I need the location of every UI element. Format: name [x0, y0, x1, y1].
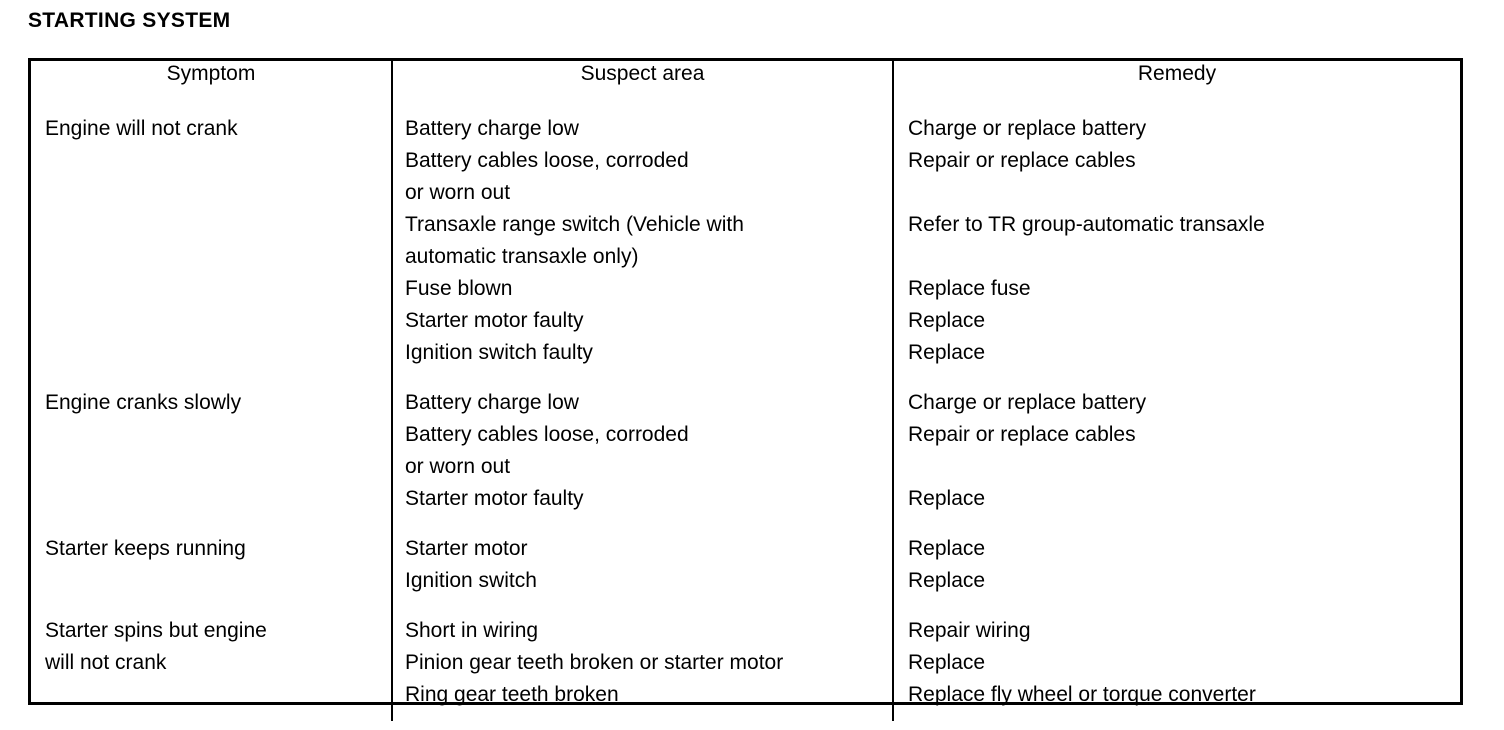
- cell-remedy: Repair wiring Replace Replace fly wheel …: [892, 607, 1460, 721]
- suspect-area-text: Starter motor Ignition switch: [405, 537, 537, 592]
- column-header-suspect-area: Suspect area: [391, 61, 893, 105]
- remedy-text: Charge or replace battery Repair or repl…: [908, 391, 1147, 510]
- troubleshooting-table-container: Symptom Suspect area Remedy Engine will …: [28, 58, 1463, 721]
- table-row: Engine cranks slowly Battery charge low …: [31, 379, 1460, 525]
- suspect-area-text: Short in wiring Pinion gear teeth broken…: [405, 619, 784, 706]
- table-row: Starter spins but engine will not crank …: [31, 607, 1460, 721]
- cell-remedy: Replace Replace: [892, 525, 1460, 607]
- troubleshooting-table: Symptom Suspect area Remedy Engine will …: [31, 61, 1460, 721]
- page-title: STARTING SYSTEM: [28, 9, 231, 32]
- column-header-suspect-area-label: Suspect area: [580, 62, 705, 85]
- cell-remedy: Charge or replace battery Repair or repl…: [892, 379, 1460, 525]
- suspect-area-text: Battery charge low Battery cables loose,…: [405, 117, 744, 364]
- cell-suspect-area: Starter motor Ignition switch: [391, 525, 893, 607]
- cell-symptom: Starter spins but engine will not crank: [31, 607, 392, 721]
- suspect-area-text: Battery charge low Battery cables loose,…: [405, 391, 689, 510]
- cell-symptom: Starter keeps running: [31, 525, 392, 607]
- table-header-row: Symptom Suspect area Remedy: [31, 61, 1460, 105]
- cell-remedy: Charge or replace battery Repair or repl…: [892, 105, 1460, 379]
- remedy-text: Charge or replace battery Repair or repl…: [908, 117, 1265, 364]
- cell-symptom: Engine will not crank: [31, 105, 392, 379]
- column-header-remedy: Remedy: [892, 61, 1460, 105]
- cell-symptom: Engine cranks slowly: [31, 379, 392, 525]
- symptom-text: Engine cranks slowly: [45, 391, 242, 414]
- table-body: Engine will not crank Battery charge low…: [31, 105, 1460, 721]
- remedy-text: Repair wiring Replace Replace fly wheel …: [908, 619, 1256, 706]
- column-header-remedy-label: Remedy: [1137, 62, 1217, 85]
- cell-suspect-area: Short in wiring Pinion gear teeth broken…: [391, 607, 893, 721]
- symptom-text: Starter spins but engine will not crank: [45, 619, 267, 674]
- symptom-text: Engine will not crank: [45, 117, 238, 140]
- table-row: Starter keeps running Starter motor Igni…: [31, 525, 1460, 607]
- cell-suspect-area: Battery charge low Battery cables loose,…: [391, 105, 893, 379]
- symptom-text: Starter keeps running: [45, 537, 246, 560]
- table-header: Symptom Suspect area Remedy: [31, 61, 1460, 105]
- column-header-symptom: Symptom: [31, 61, 392, 105]
- column-header-symptom-label: Symptom: [166, 62, 256, 85]
- cell-suspect-area: Battery charge low Battery cables loose,…: [391, 379, 893, 525]
- table-row: Engine will not crank Battery charge low…: [31, 105, 1460, 379]
- remedy-text: Replace Replace: [908, 537, 986, 592]
